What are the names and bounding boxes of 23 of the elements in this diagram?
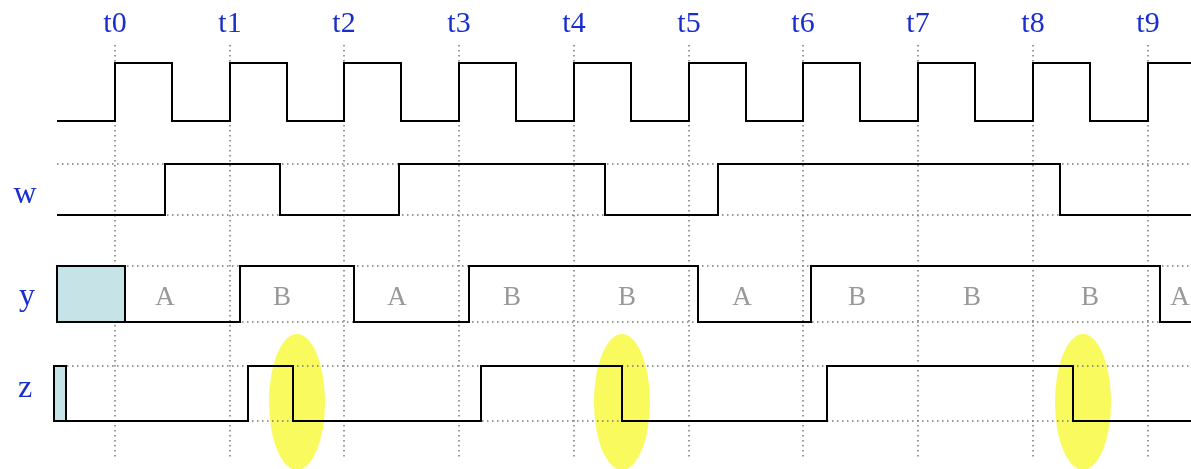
signal-label: z [17, 370, 33, 402]
state-label: B [848, 282, 866, 310]
time-label: t9 [1136, 7, 1160, 37]
state-label: A [1170, 282, 1190, 310]
state-label: B [273, 282, 291, 310]
state-label: B [618, 282, 636, 310]
time-label: t7 [906, 7, 930, 37]
time-label: t1 [218, 7, 242, 37]
time-label: t6 [791, 7, 815, 37]
time-label: t5 [677, 7, 701, 37]
state-label: A [732, 282, 752, 310]
state-label: B [1081, 282, 1099, 310]
time-label: t0 [103, 7, 127, 37]
time-label: t8 [1021, 7, 1045, 37]
state-label: B [503, 282, 521, 310]
state-label: A [155, 282, 175, 310]
time-label: t3 [447, 7, 471, 37]
state-label: A [387, 282, 407, 310]
signal-label: w [13, 176, 37, 208]
time-label: t4 [562, 7, 586, 37]
signal-label: y [19, 278, 35, 310]
time-label: t2 [332, 7, 356, 37]
state-label: B [963, 282, 981, 310]
